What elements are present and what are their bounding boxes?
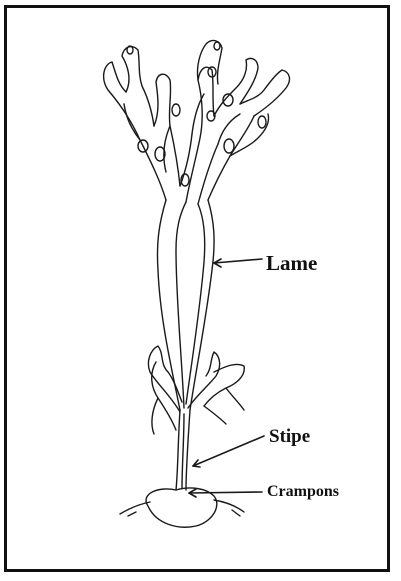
lower-fronds-drawing <box>148 346 244 434</box>
label-stipe: Stipe <box>269 426 310 448</box>
crampons-leader-line <box>189 492 262 493</box>
label-crampons: Crampons <box>267 483 339 501</box>
upper-fronds-drawing <box>104 41 290 204</box>
blade-drawing <box>157 200 214 410</box>
label-lame: Lame <box>266 251 317 276</box>
holdfast-drawing <box>120 488 244 527</box>
stipe-leader-line <box>193 436 264 466</box>
stipe-drawing <box>176 410 190 490</box>
